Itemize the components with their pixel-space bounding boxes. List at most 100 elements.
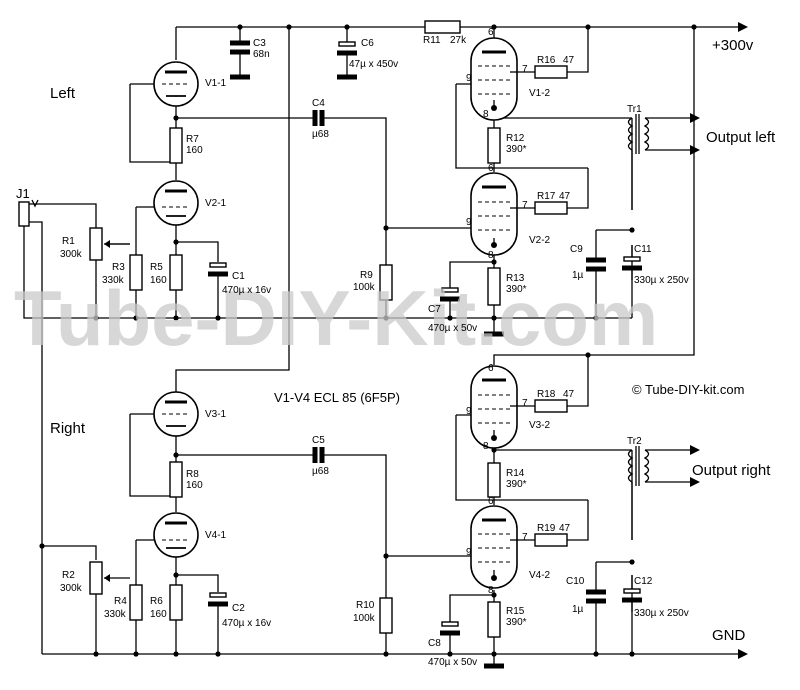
label-c1: C1 <box>232 271 245 282</box>
label-r1: R1 <box>62 236 75 247</box>
label-r12: R12 <box>506 133 525 144</box>
pentode-v1-2-icon <box>470 37 519 121</box>
value-r11: 27k <box>450 35 467 46</box>
label-r8: R8 <box>186 469 199 480</box>
capacitor-c3 <box>230 40 250 80</box>
value-c11: 330µ x 250v <box>634 275 689 286</box>
transformer-tr1-icon <box>627 114 650 210</box>
value-r4: 330k <box>104 609 127 620</box>
label-r10: R10 <box>356 600 375 611</box>
resistor-r19 <box>534 533 568 547</box>
value-c7: 470µ x 50v <box>428 323 477 334</box>
watermark: Tube-DIY-Kit.com <box>14 274 658 362</box>
capacitor-c11 <box>622 245 642 280</box>
value-c4: µ68 <box>312 129 329 140</box>
resistor-r9 <box>379 264 393 301</box>
label-c12: C12 <box>634 576 653 587</box>
resistor-r5 <box>169 254 183 291</box>
label-r17: R17 <box>537 191 556 202</box>
capacitor-c10 <box>586 582 606 612</box>
pin-8: 8 <box>488 585 494 596</box>
label-r7: R7 <box>186 134 199 145</box>
label-c4: C4 <box>312 98 325 109</box>
value-c2: 470µ x 16v <box>222 618 271 629</box>
capacitors <box>208 40 642 636</box>
resistor-r4 <box>129 584 143 621</box>
label-c10: C10 <box>566 576 585 587</box>
value-c5: µ68 <box>312 466 329 477</box>
tube-label-v2-1: V2-1 <box>205 198 227 209</box>
label-r3: R3 <box>112 262 125 273</box>
pin-9: 9 <box>466 547 472 558</box>
pin-9: 9 <box>466 406 472 417</box>
value-r15: 390* <box>506 617 527 628</box>
value-r13: 390* <box>506 284 527 295</box>
label-r9: R9 <box>360 270 373 281</box>
label-r18: R18 <box>537 389 556 400</box>
resistors <box>129 20 568 638</box>
tube-label-v2-2: V2-2 <box>529 235 551 246</box>
value-c9: 1µ <box>572 270 584 281</box>
labels: +300v GND Left Right Output left Output … <box>16 27 776 668</box>
resistor-r17 <box>534 201 568 215</box>
supply-label: +300v <box>712 37 754 54</box>
capacitor-c4 <box>305 110 332 126</box>
value-r14: 390* <box>506 479 527 490</box>
resistor-r3 <box>129 254 143 291</box>
value-r9: 100k <box>353 282 376 293</box>
label-c2: C2 <box>232 603 245 614</box>
input-jack-icon <box>18 199 39 227</box>
label-r4: R4 <box>114 596 127 607</box>
resistor-r8 <box>169 461 183 498</box>
value-r12: 390* <box>506 144 527 155</box>
label-tr2: Tr2 <box>627 436 642 447</box>
resistor-r13 <box>487 267 501 306</box>
label-c5: C5 <box>312 435 325 446</box>
label-r15: R15 <box>506 606 525 617</box>
label-r11: R11 <box>423 35 441 46</box>
output-right-label: Output right <box>692 462 771 479</box>
jack-label: J1 <box>16 186 30 201</box>
value-r17: 47 <box>559 191 571 202</box>
triode-v3-1-icon <box>153 391 199 437</box>
value-r16: 47 <box>563 55 575 66</box>
resistor-r14 <box>487 462 501 498</box>
pin-6: 6 <box>488 163 494 174</box>
resistor-r10 <box>379 597 393 634</box>
pin-7: 7 <box>522 398 528 409</box>
pin-7: 7 <box>522 200 528 211</box>
channel-right-label: Right <box>50 420 86 437</box>
resistor-r11 <box>424 20 461 34</box>
label-c8: C8 <box>428 638 441 649</box>
label-tr1: Tr1 <box>627 104 642 115</box>
label-r2: R2 <box>62 570 75 581</box>
value-r3: 330k <box>102 275 125 286</box>
potentiometer-r2 <box>89 561 110 595</box>
pentode-v4-2-icon <box>470 505 519 589</box>
tube-label-v4-2: V4-2 <box>529 570 551 581</box>
tube-label-v1-2: V1-2 <box>529 88 551 99</box>
label-c3: C3 <box>253 38 266 49</box>
pentode-v3-2-icon <box>470 365 519 449</box>
pin-6: 6 <box>488 363 494 374</box>
copyright: © Tube-DIY-kit.com <box>632 382 744 397</box>
pentode-v2-2-icon <box>470 172 519 256</box>
resistor-r15 <box>487 601 501 638</box>
resistor-r18 <box>534 399 568 413</box>
capacitor-c1 <box>208 262 228 288</box>
wires <box>23 26 738 664</box>
label-c9: C9 <box>570 244 583 255</box>
resistor-r12 <box>487 127 501 164</box>
potentiometer-r1 <box>89 227 130 261</box>
label-c11: C11 <box>634 244 652 255</box>
value-r7: 160 <box>186 145 203 156</box>
label-r16: R16 <box>537 55 556 66</box>
value-c3: 68n <box>253 49 270 60</box>
terminal-arrows <box>690 22 748 659</box>
tube-label-v1-1: V1-1 <box>205 78 227 89</box>
value-c12: 330µ x 250v <box>634 608 689 619</box>
value-r2: 300k <box>60 583 83 594</box>
pin-8: 8 <box>488 250 494 261</box>
channel-left-label: Left <box>50 85 76 102</box>
